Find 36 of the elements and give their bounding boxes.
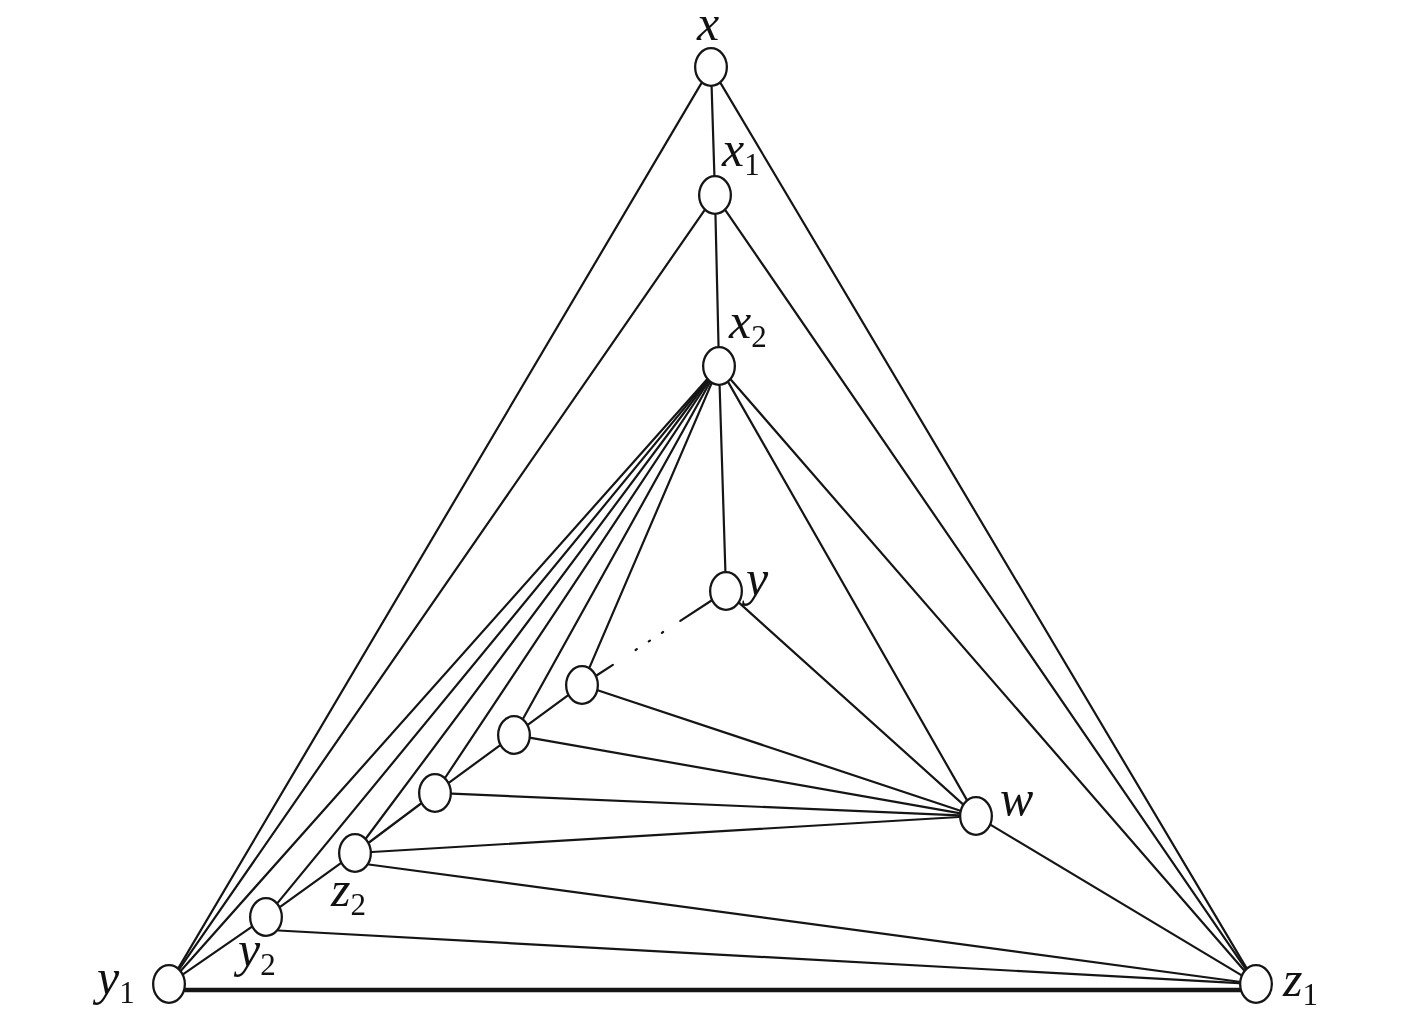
vertex-label: x$_{1}$ <box>722 126 761 184</box>
edge-line <box>738 602 964 805</box>
edge-line <box>182 926 253 975</box>
edge-line <box>597 689 961 812</box>
edge-line <box>527 694 569 726</box>
edge-line <box>588 382 713 669</box>
edge-line <box>714 213 720 348</box>
vertex-label: w <box>1000 775 1035 828</box>
edge-line <box>367 863 1241 983</box>
edge-line <box>365 379 709 840</box>
edge-line <box>719 82 1248 969</box>
edge-line <box>277 929 1241 985</box>
vertex-circle <box>418 773 452 813</box>
vertex-label: z$_{2}$ <box>331 866 367 924</box>
edge-line <box>279 862 342 908</box>
edge-line <box>180 378 708 972</box>
edge-line <box>990 824 1242 976</box>
vertex-circle <box>565 665 599 705</box>
edge-line <box>710 85 716 177</box>
edge-line <box>529 736 961 815</box>
edge-line <box>522 381 711 720</box>
vertex-label: x <box>697 0 721 53</box>
edge-line <box>727 381 968 801</box>
edge-line <box>444 380 710 779</box>
edge-line <box>730 378 1245 972</box>
edge-line <box>450 792 961 817</box>
edge-line <box>276 379 709 904</box>
edge-line <box>724 209 1247 970</box>
vertex-label: z$_{1}$ <box>1283 956 1319 1014</box>
edge-line <box>368 802 422 844</box>
dotted-edge-line <box>595 599 713 677</box>
edge-line <box>370 815 961 854</box>
vertex-circle <box>497 715 531 755</box>
edge-line <box>718 384 727 573</box>
vertex-label: x$_{2}$ <box>729 298 768 356</box>
edge-line <box>448 744 501 784</box>
